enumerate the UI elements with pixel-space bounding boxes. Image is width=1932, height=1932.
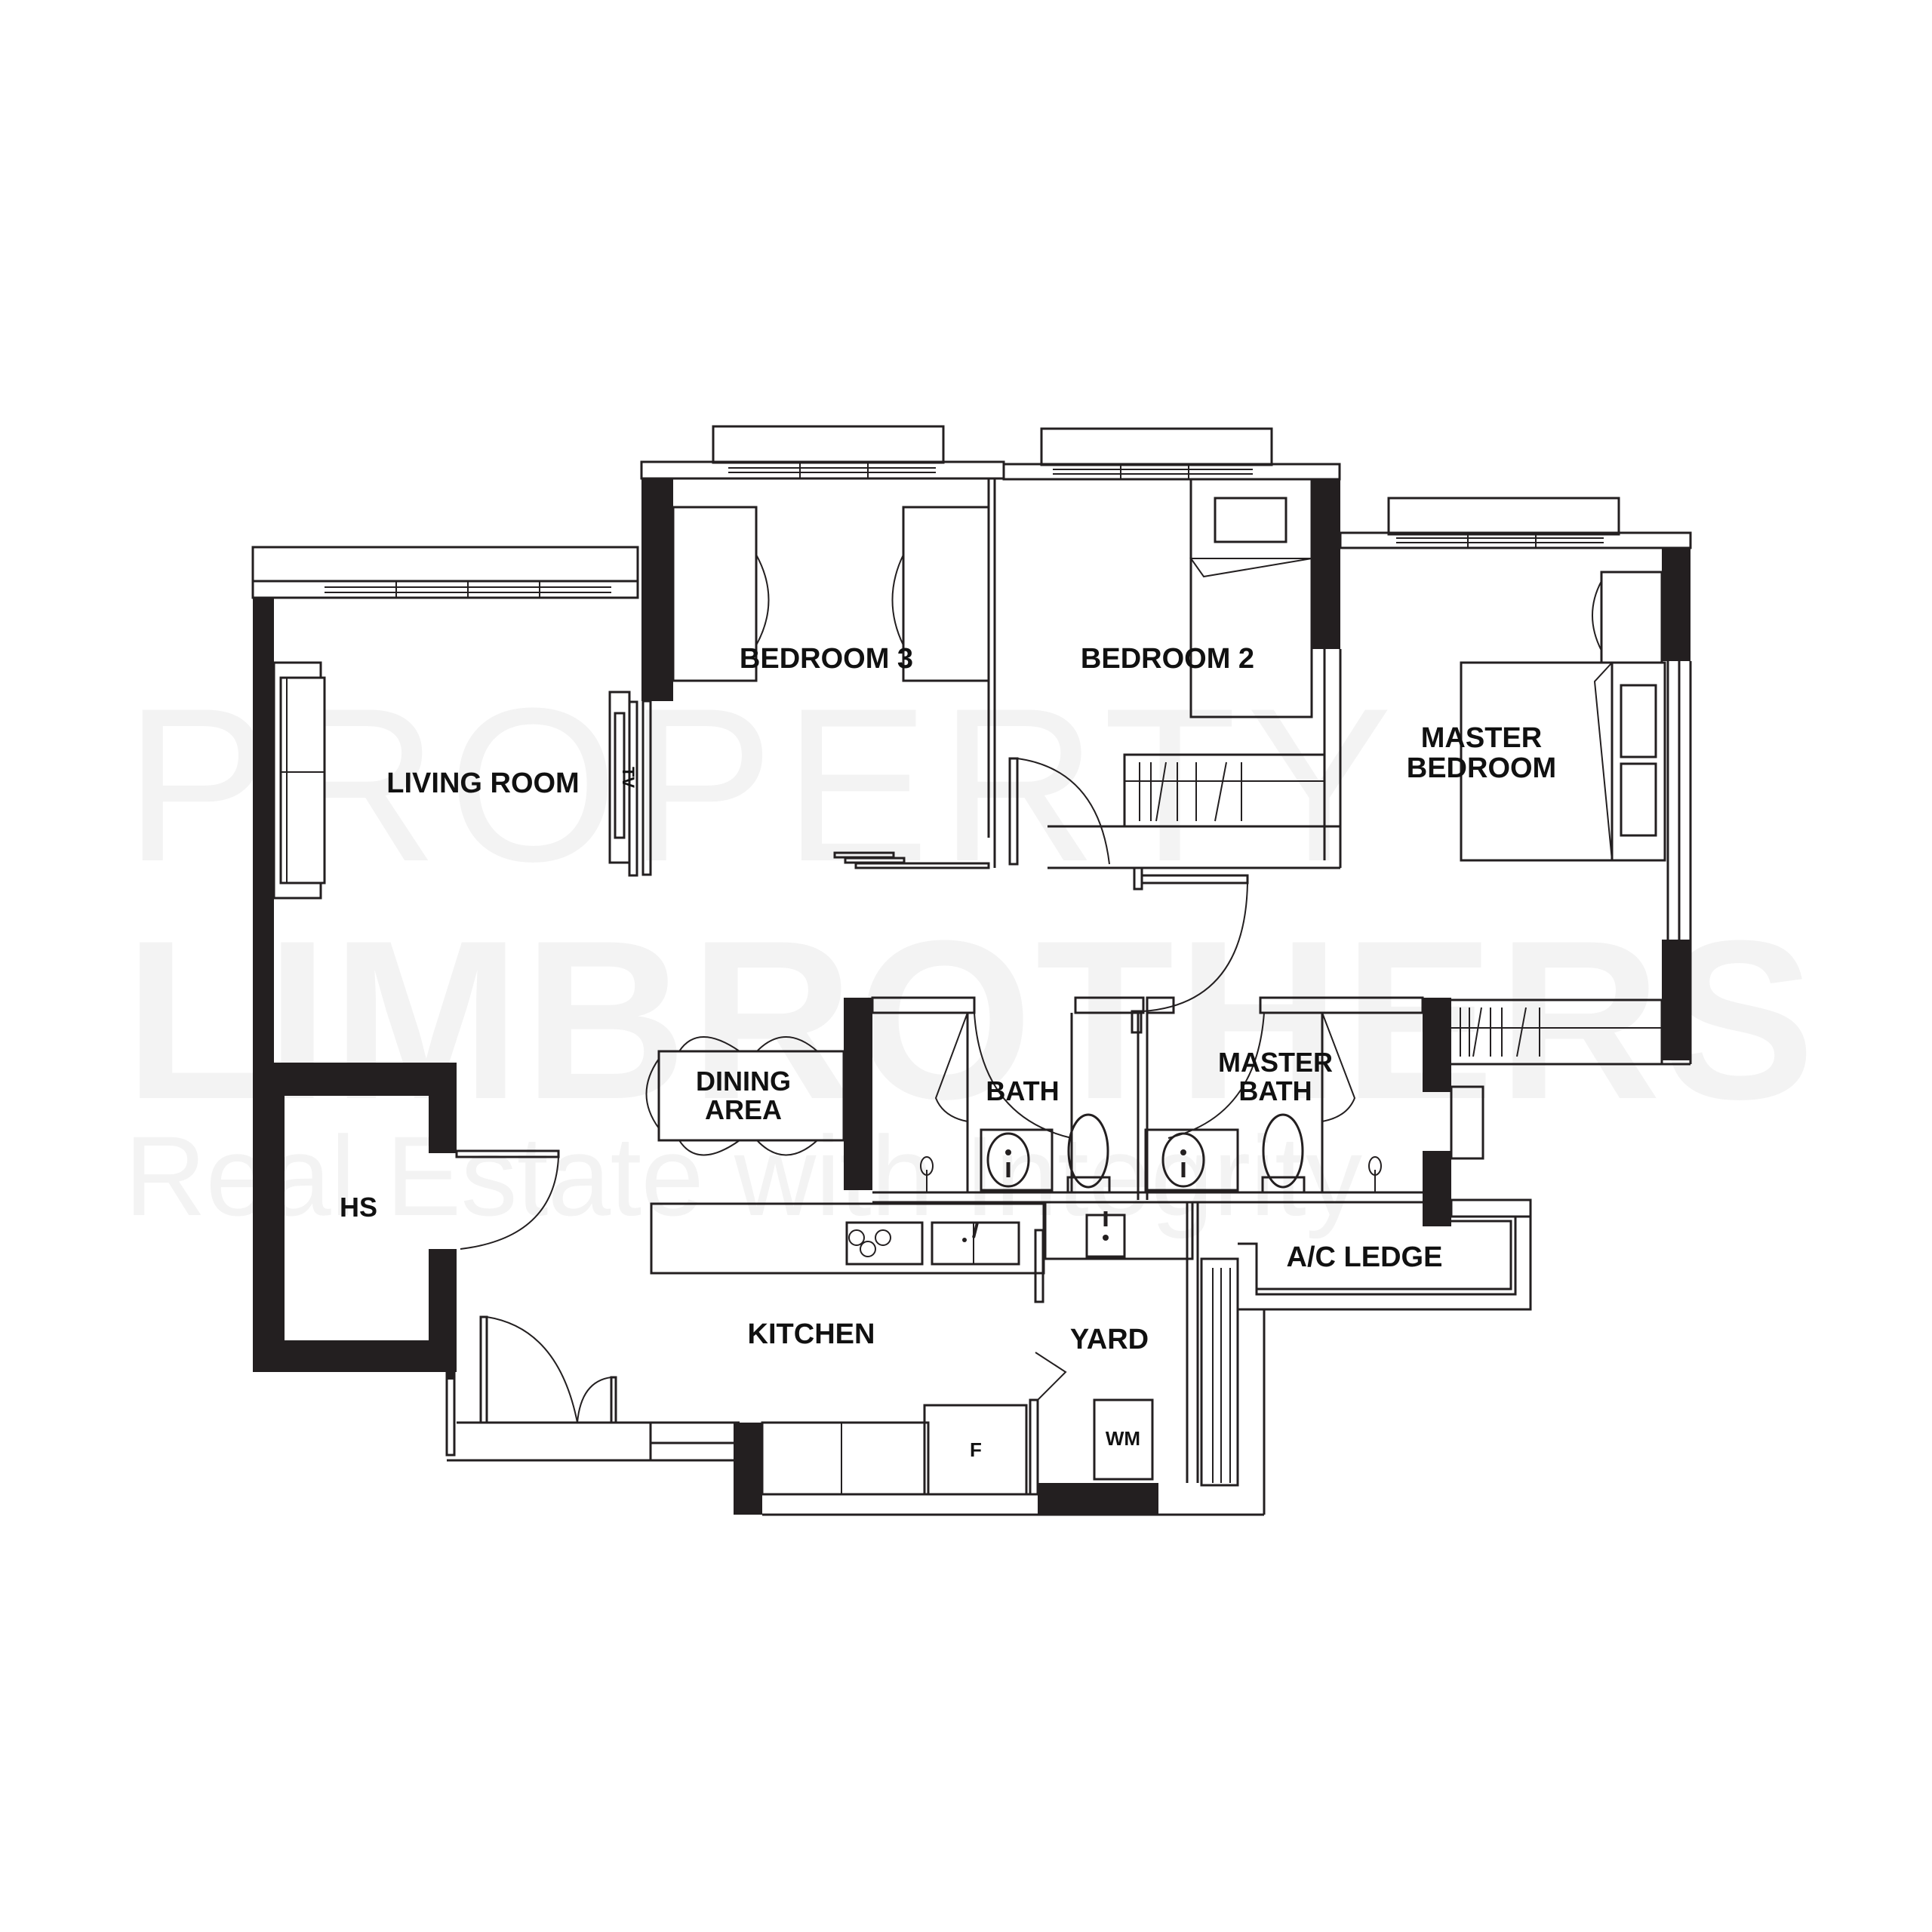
master-bedroom-label-line1: MASTER — [1421, 722, 1542, 754]
master-bath-label-line1: MASTER — [1218, 1047, 1333, 1078]
watermark: PROPERTY LIMBROTHERS Real Estate with In… — [125, 663, 1815, 1239]
watermark-line2: LIMBROTHERS — [125, 893, 1815, 1146]
fridge-label: F — [970, 1438, 982, 1461]
ac-ledge-label: A/C LEDGE — [1287, 1241, 1443, 1273]
master-bedroom-area — [1339, 497, 1692, 1066]
household-shelter — [253, 1063, 560, 1372]
master-bath-label-line2: BATH — [1238, 1075, 1312, 1106]
watermark-line3: Real Estate with Integrity — [125, 1112, 1362, 1239]
living-room-label: LIVING ROOM — [386, 768, 579, 799]
tv-label: TV — [619, 767, 638, 788]
hs-label: HS — [340, 1192, 377, 1223]
dining-area — [645, 998, 872, 1190]
washing-machine-label: WM — [1106, 1427, 1140, 1450]
bedroom-3-label: BEDROOM 3 — [740, 643, 913, 675]
ac-ledge-area — [1238, 1198, 1532, 1311]
bedroom-2-area — [993, 427, 1342, 869]
bath-area — [871, 996, 1484, 1226]
kitchen-label: KITCHEN — [748, 1318, 875, 1350]
dining-label-line2: AREA — [705, 1094, 782, 1125]
watermark-line1: PROPERTY — [125, 663, 1392, 907]
bath-label: BATH — [986, 1075, 1059, 1106]
dining-label-line1: DINING — [696, 1066, 791, 1097]
room-labels: LIVING ROOM BEDROOM 3 BEDROOM 2 MASTER B… — [340, 643, 1556, 1355]
corridor — [1131, 866, 1249, 1034]
yard-area: WM — [1038, 1201, 1266, 1516]
yard-label: YARD — [1070, 1324, 1149, 1355]
master-bedroom-label-line2: BEDROOM — [1407, 752, 1556, 784]
kitchen-area: F — [445, 1202, 1264, 1516]
bedroom-2-label: BEDROOM 2 — [1081, 643, 1254, 675]
